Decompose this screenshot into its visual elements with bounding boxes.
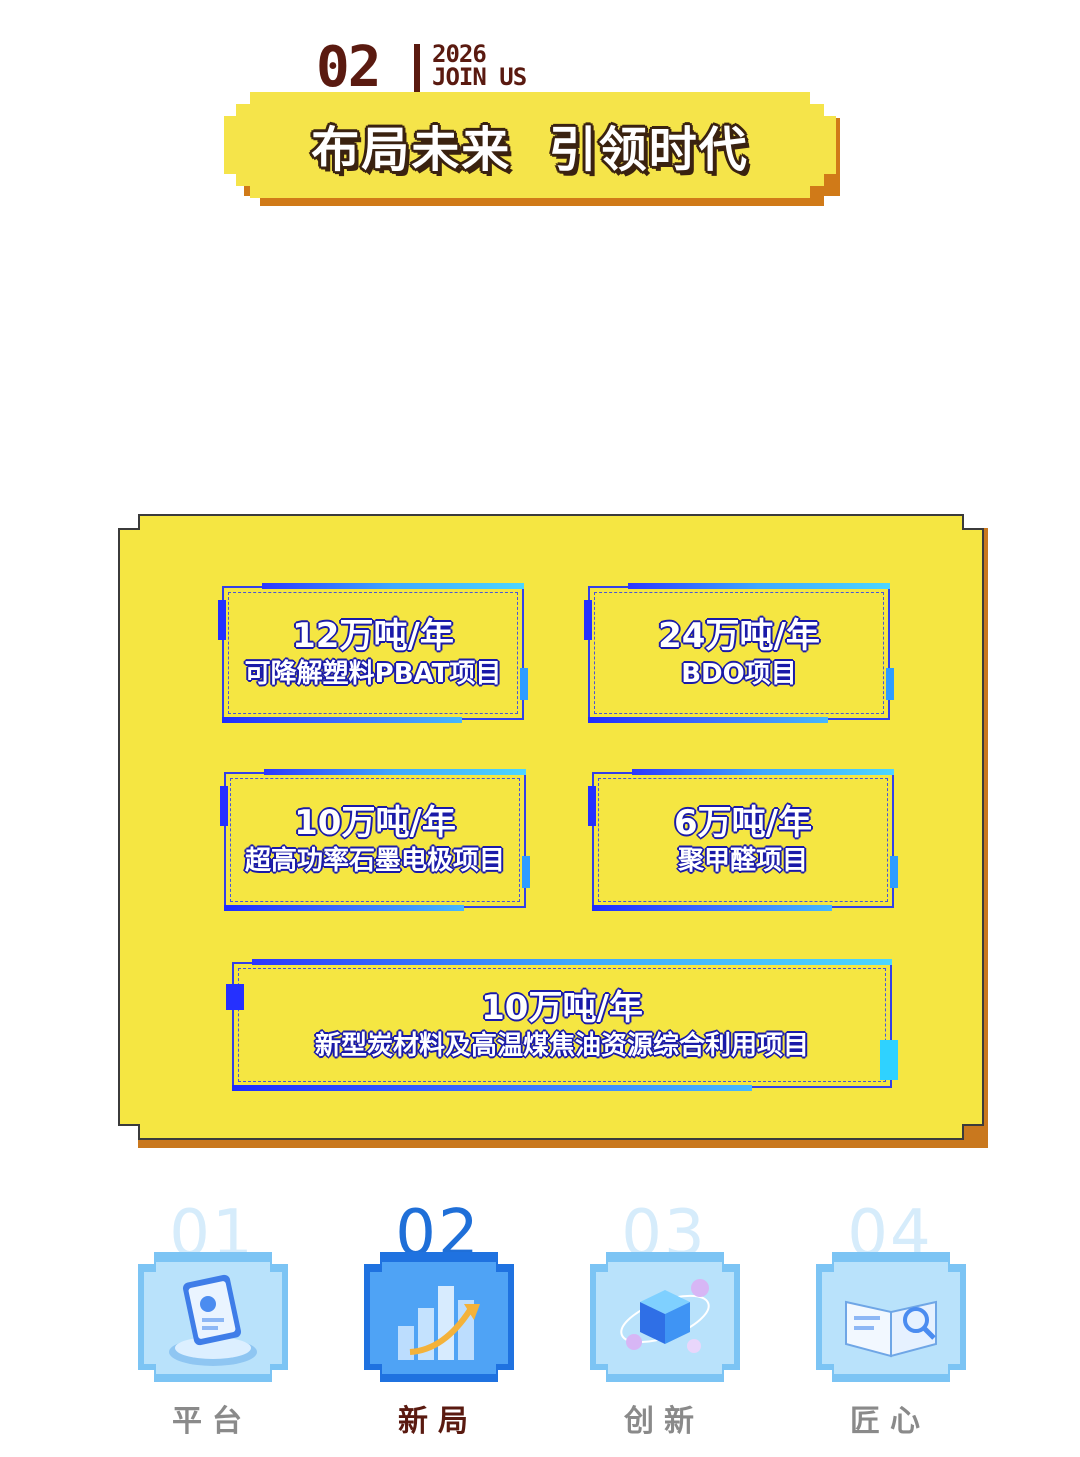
card-inner-border <box>594 592 884 714</box>
project-name: 超高功率石墨电极项目 <box>244 846 505 876</box>
project-card-pom: 6万吨/年 聚甲醛项目 <box>588 769 898 911</box>
card-inner-border <box>228 592 518 714</box>
project-name: 可降解塑料PBAT项目 <box>244 659 502 689</box>
project-card-pbat: 12万吨/年 可降解塑料PBAT项目 <box>218 583 528 723</box>
project-card-bdo: 24万吨/年 BDO项目 <box>584 583 894 723</box>
card-bottom-accent <box>224 905 464 911</box>
project-card-carbon: 10万吨/年 新型炭材料及高温煤焦油资源综合利用项目 <box>226 959 898 1091</box>
header-divider <box>414 44 420 92</box>
card-left-notch <box>584 600 592 640</box>
project-amount: 12万吨/年 <box>292 616 454 656</box>
card-right-notch <box>880 1040 898 1080</box>
nav-item-innovation[interactable]: 03 创新 <box>584 1200 744 1450</box>
card-left-notch <box>218 600 226 640</box>
card-left-notch <box>588 786 596 826</box>
nav-item-new-situation[interactable]: 02 新局 <box>358 1200 518 1450</box>
nav-label: 新局 <box>398 1404 478 1439</box>
project-amount: 10万吨/年 <box>294 803 456 843</box>
header-year: 2026 <box>432 40 487 68</box>
card-bottom-accent <box>592 905 832 911</box>
title-banner <box>224 92 836 198</box>
open-book-icon <box>845 1300 937 1358</box>
nav-item-platform[interactable]: 01 平台 <box>132 1200 292 1450</box>
card-left-notch <box>226 984 244 1010</box>
cube-molecule-icon <box>620 1279 710 1353</box>
card-right-notch <box>886 668 894 700</box>
project-amount: 24万吨/年 <box>658 616 820 656</box>
card-bottom-accent <box>222 717 462 723</box>
card-inner-border <box>238 968 886 1082</box>
project-card-graphite: 10万吨/年 超高功率石墨电极项目 <box>220 769 530 911</box>
project-name: BDO项目 <box>681 659 797 689</box>
tablet-chart-icon <box>169 1274 257 1366</box>
card-top-accent <box>632 769 894 775</box>
card-top-accent <box>252 959 892 965</box>
header-join-us: JOIN US <box>432 63 527 91</box>
card-left-notch <box>220 786 228 826</box>
card-inner-border <box>230 778 520 902</box>
card-right-notch <box>890 856 898 888</box>
card-bottom-accent <box>588 717 828 723</box>
project-name: 新型炭材料及高温煤焦油资源综合利用项目 <box>314 1031 809 1061</box>
project-amount: 10万吨/年 <box>481 988 643 1028</box>
nav-label: 平台 <box>172 1404 252 1439</box>
nav-label: 匠心 <box>850 1404 930 1439</box>
project-amount: 6万吨/年 <box>673 803 813 843</box>
card-right-notch <box>522 856 530 888</box>
nav-item-craftsmanship[interactable]: 04 匠心 <box>810 1200 970 1450</box>
section-number: 02 <box>316 35 381 100</box>
card-top-accent <box>264 769 526 775</box>
card-bottom-accent <box>232 1085 752 1091</box>
project-name: 聚甲醛项目 <box>677 846 808 876</box>
growth-bars-icon <box>398 1286 480 1360</box>
card-right-notch <box>520 668 528 700</box>
card-top-accent <box>262 583 524 589</box>
page-title: 布局未来 引领时代 <box>311 122 749 178</box>
projects-panel <box>120 516 982 1138</box>
card-top-accent <box>628 583 890 589</box>
nav-label: 创新 <box>624 1404 704 1439</box>
card-inner-border <box>598 778 888 902</box>
